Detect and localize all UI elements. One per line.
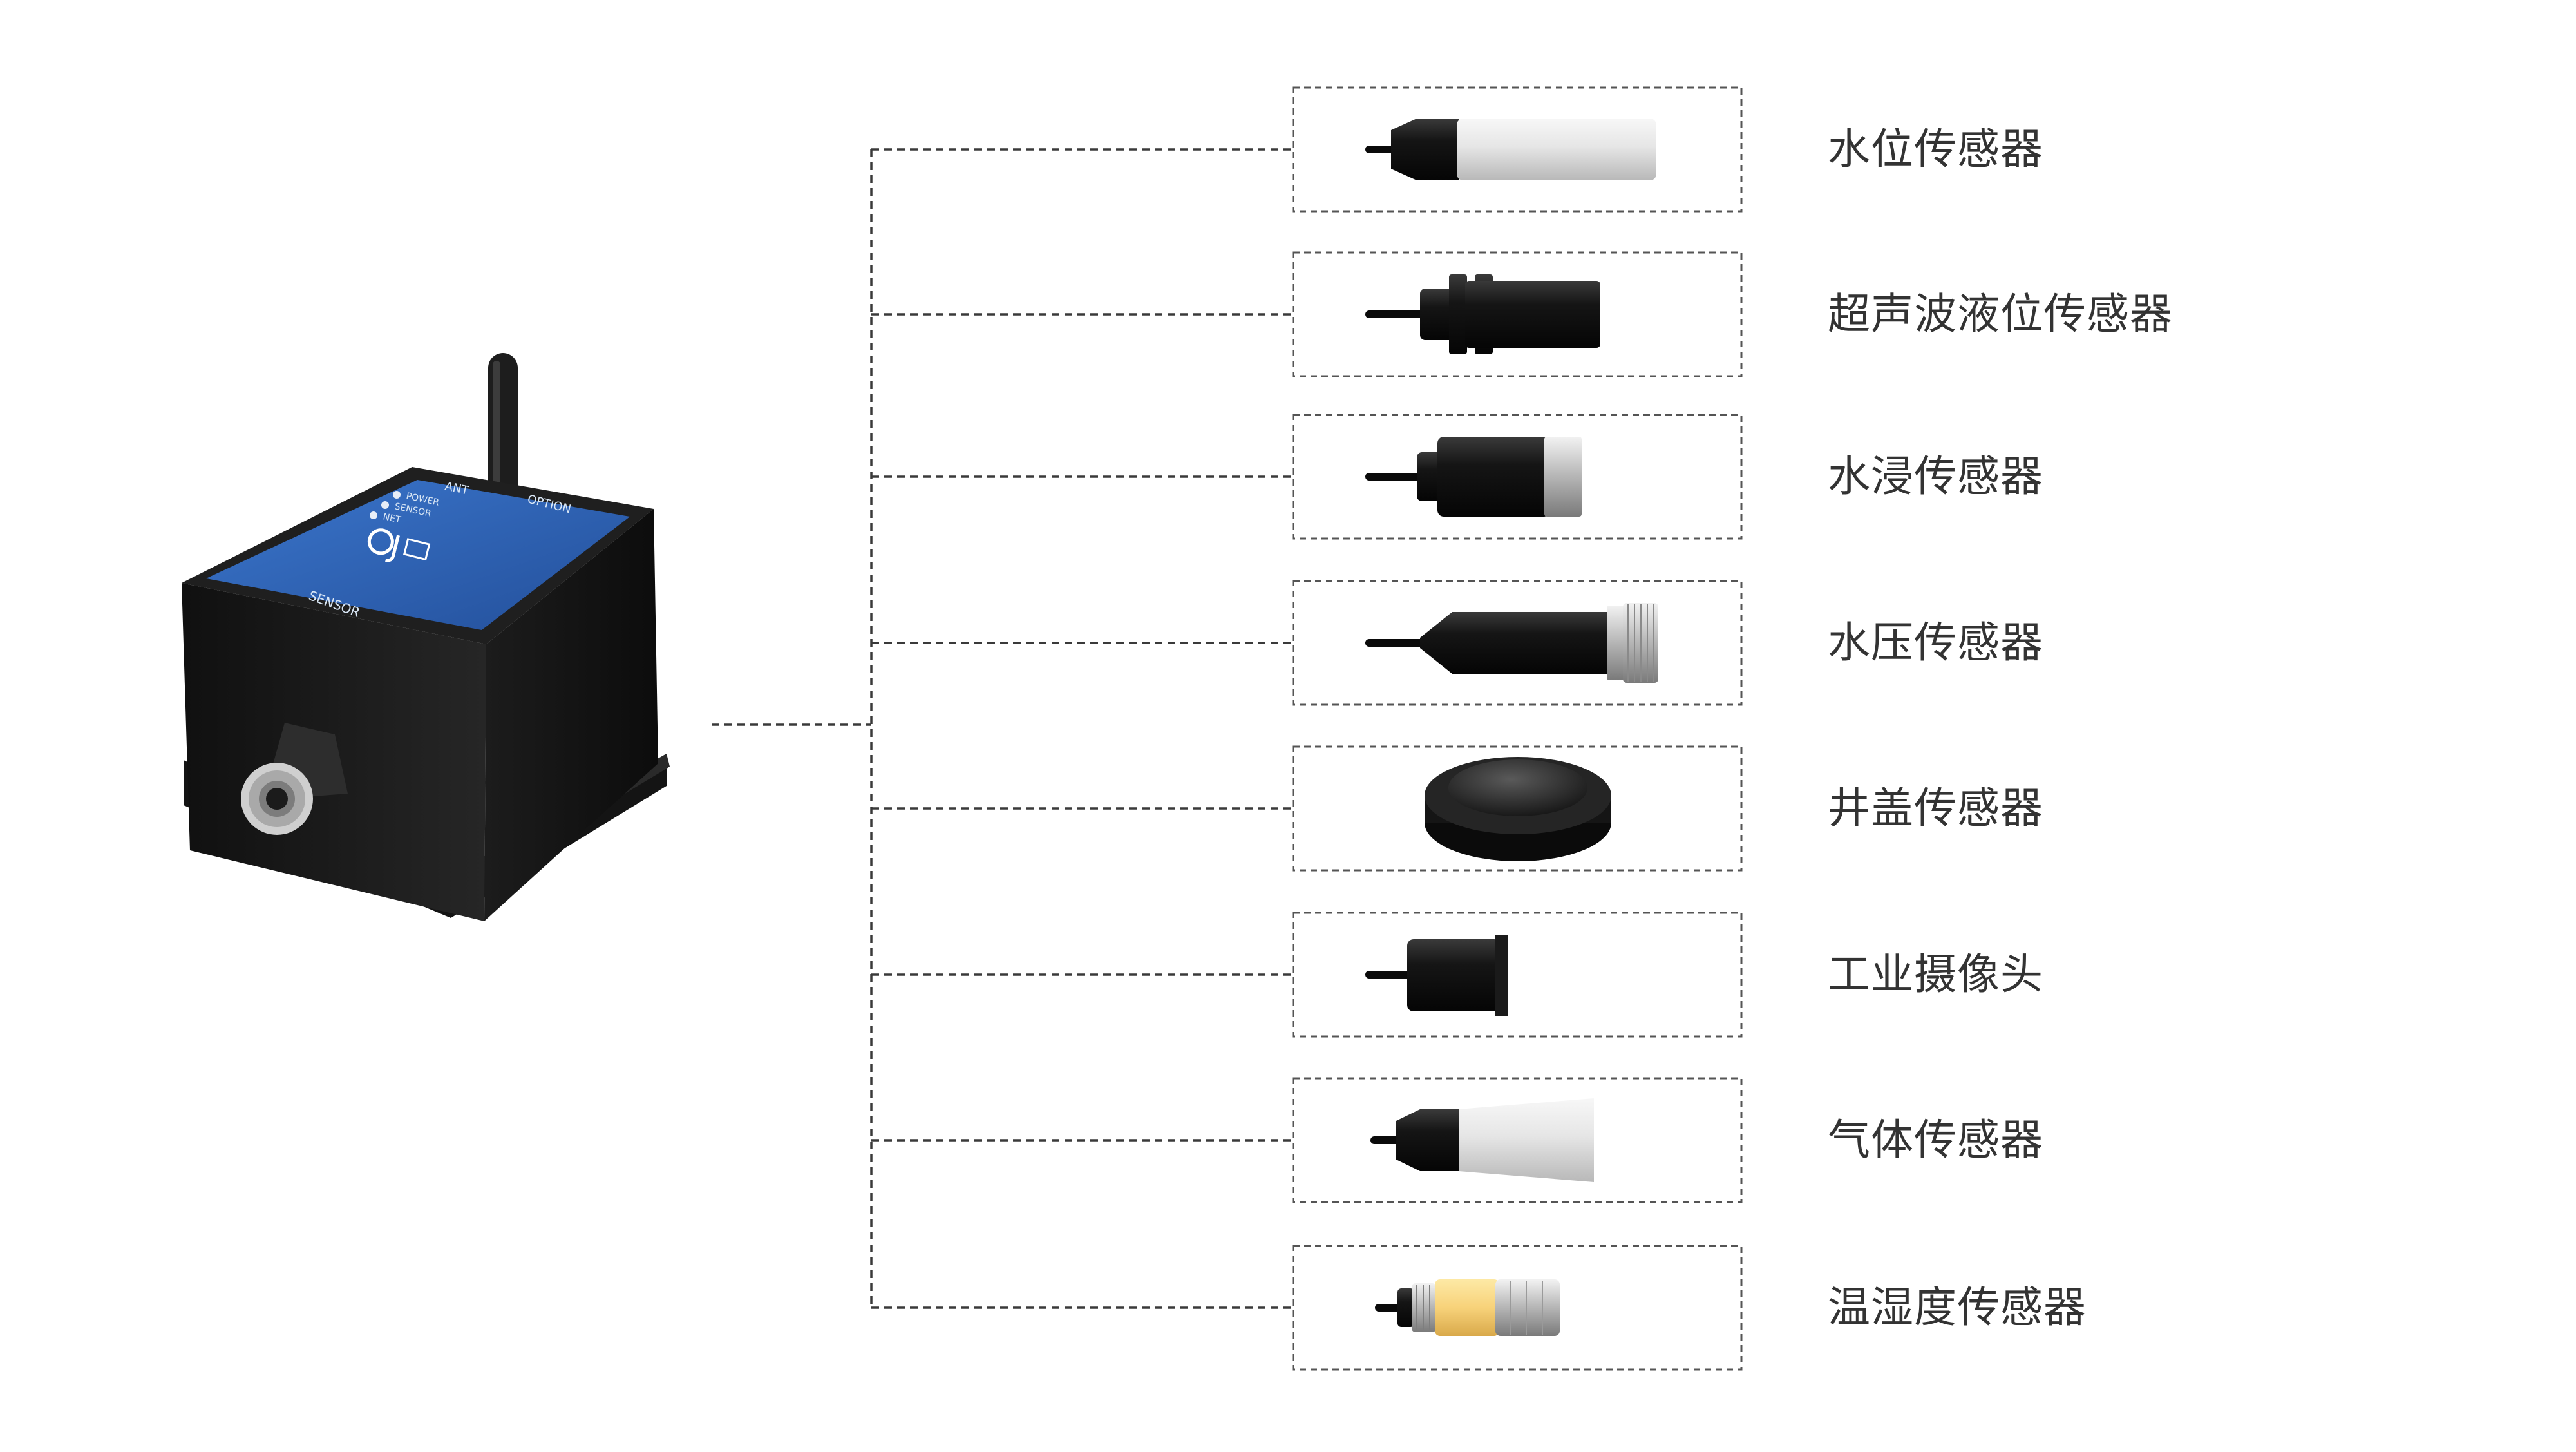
pressure-probe-threaded-icon [1365, 603, 1658, 683]
sensor-label-ultrasonic-level: 超声波液位传感器 [1828, 289, 2173, 339]
data-collector-device: POWER SENSOR NET ANT OPTION SENSOR [182, 353, 670, 921]
sensor-boxes [1292, 86, 1743, 1371]
camera-cylinder-black-icon [1365, 935, 1508, 1016]
sensor-item-manhole-cover [1292, 745, 1743, 872]
sensor-label-water-level: 水位传感器 [1828, 124, 2043, 174]
ultrasonic-probe-black-icon [1365, 274, 1600, 354]
immersion-probe-black-silver-icon [1365, 437, 1582, 517]
sensor-led-icon [381, 501, 389, 509]
device-label-net: NET [382, 511, 402, 526]
sensor-label-water-pressure: 水压传感器 [1828, 618, 2043, 667]
sensor-label-temp-humidity: 温湿度传感器 [1828, 1283, 2087, 1332]
cylinder-probe-white-icon [1365, 119, 1656, 180]
sensor-item-water-level [1292, 86, 1743, 213]
sensor-box-industrial-camera [1292, 912, 1743, 1038]
sensor-item-industrial-camera [1292, 912, 1743, 1038]
device-top-panel [206, 480, 630, 630]
sensor-item-gas [1292, 1077, 1743, 1203]
sensor-label-water-immersion: 水浸传感器 [1828, 452, 2043, 501]
brand-logo-icon [367, 528, 431, 562]
power-led-icon [393, 491, 401, 499]
gas-probe-cone-white-icon [1370, 1098, 1594, 1182]
sensor-item-ultrasonic-level [1292, 251, 1743, 377]
sensor-label-industrial-camera: 工业摄像头 [1828, 950, 2043, 999]
cable-gland-icon [241, 723, 348, 835]
sensor-item-water-immersion [1292, 414, 1743, 540]
net-led-icon [370, 511, 377, 519]
connector-lines [712, 148, 1293, 1309]
sensor-label-manhole-cover: 井盖传感器 [1828, 783, 2043, 833]
sensor-item-temp-humidity [1292, 1245, 1743, 1371]
sensor-label-gas: 气体传感器 [1828, 1115, 2043, 1165]
sensor-item-water-pressure [1292, 580, 1743, 706]
device-side-face [484, 509, 658, 921]
temp-humidity-probe-yellow-icon [1375, 1279, 1560, 1336]
puck-sensor-black-icon [1425, 757, 1611, 861]
